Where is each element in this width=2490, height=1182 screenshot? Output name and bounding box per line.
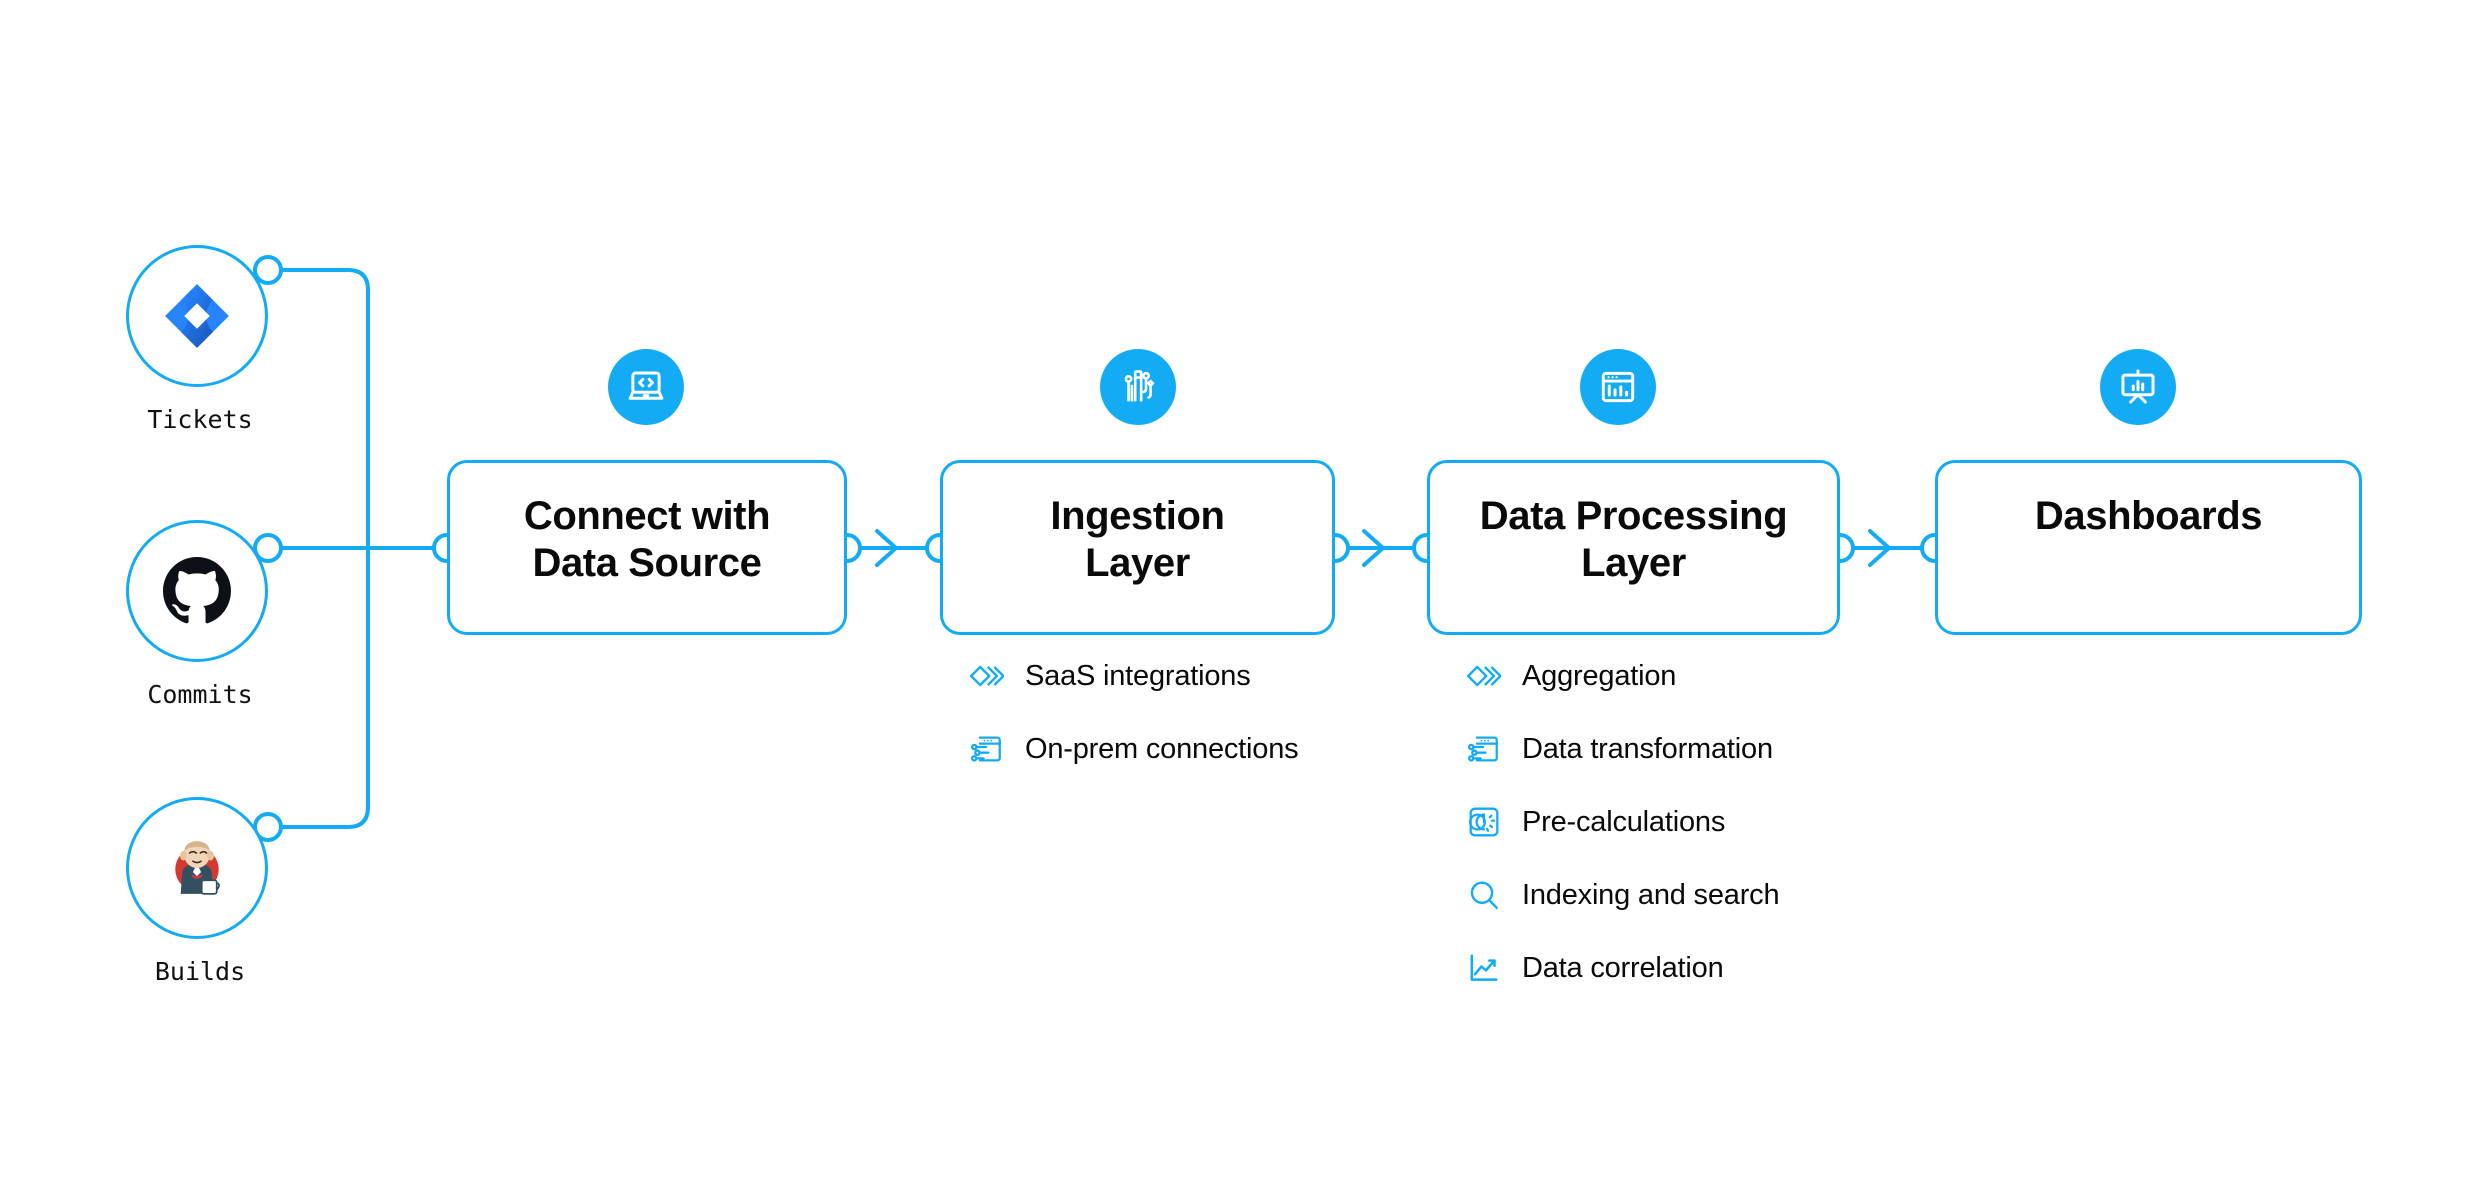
feature-label: Data transformation	[1522, 732, 1773, 765]
feature-item: SaaS integrations	[968, 653, 1298, 699]
gauge-square-icon	[1469, 807, 1499, 837]
icon-slot	[1465, 657, 1503, 695]
stage-box-data-processing-layer[interactable]: Data Processing Layer	[1427, 460, 1840, 635]
feature-list-ingestion-layer: SaaS integrations On-prem conne	[968, 653, 1299, 799]
stacked-chevrons-icon	[1467, 665, 1501, 687]
window-chart-icon	[1601, 371, 1635, 403]
stage-title: Data Processing Layer	[1479, 494, 1788, 586]
icon-slot	[1465, 803, 1503, 841]
line-chart-icon	[1470, 954, 1498, 981]
presentation-chart-icon	[2121, 369, 2155, 404]
source-label-tickets: Tickets	[147, 405, 253, 434]
feature-label: Data correlation	[1522, 951, 1724, 984]
magnifier-icon	[1470, 881, 1498, 910]
icon-slot	[1465, 876, 1503, 914]
icon-slot	[968, 657, 1006, 695]
feature-label: On-prem connections	[1025, 732, 1299, 765]
feature-item: On-prem connections	[968, 726, 1299, 772]
feature-item: Aggregation	[1465, 653, 1779, 699]
source-node-commits[interactable]: Commits	[126, 520, 274, 709]
feature-item: Pre-calculations	[1465, 799, 1779, 845]
feature-list-data-processing-layer: Aggregation Data transformation	[1465, 653, 1780, 1018]
stage-icon-dashboards	[2100, 349, 2176, 425]
server-window-icon	[970, 736, 1001, 762]
feature-item: Data transformation	[1465, 726, 1779, 772]
stage-icon-connect-with-data-source	[608, 349, 684, 425]
source-ring	[126, 245, 268, 387]
icon-slot	[968, 730, 1006, 768]
arrowhead-box1-box2	[875, 529, 898, 567]
laptop-code-icon	[628, 371, 664, 400]
icon-slot	[1465, 730, 1503, 768]
wire-builds	[279, 546, 370, 829]
icon-slot	[1465, 949, 1503, 987]
feature-label: SaaS integrations	[1025, 659, 1251, 692]
wire-tickets	[279, 268, 370, 550]
feature-label: Pre-calculations	[1522, 805, 1726, 838]
feature-item: Indexing and search	[1465, 872, 1780, 918]
source-ring	[126, 797, 268, 939]
stage-title: Dashboards	[2034, 494, 2263, 538]
stage-box-connect-with-data-source[interactable]: Connect with Data Source	[447, 460, 847, 635]
server-window-icon	[1467, 736, 1498, 762]
stage-box-ingestion-layer[interactable]: Ingestion Layer	[940, 460, 1335, 635]
source-node-tickets[interactable]: Tickets	[126, 245, 274, 434]
stage-icon-ingestion-layer	[1100, 349, 1176, 425]
jira-icon	[165, 284, 229, 348]
stage-icon-data-processing-layer	[1580, 349, 1656, 425]
stage-box-dashboards[interactable]: Dashboards	[1935, 460, 2362, 635]
circuit-nodes-icon	[1124, 370, 1155, 402]
stage-title: Ingestion Layer	[1050, 494, 1225, 586]
source-label-commits: Commits	[147, 680, 253, 709]
source-node-builds[interactable]: Builds	[126, 797, 274, 986]
github-icon	[163, 557, 231, 624]
stage-title: Connect with Data Source	[523, 494, 771, 586]
jenkins-icon	[175, 840, 220, 895]
source-label-builds: Builds	[154, 957, 246, 986]
feature-label: Indexing and search	[1522, 878, 1780, 911]
feature-item: Data correlation	[1465, 945, 1779, 991]
feature-label: Aggregation	[1522, 659, 1677, 692]
arrowhead-box3-box4	[1868, 529, 1891, 567]
stacked-chevrons-icon	[970, 665, 1004, 687]
arrowhead-box2-box3	[1362, 529, 1385, 567]
source-ring	[126, 520, 268, 662]
